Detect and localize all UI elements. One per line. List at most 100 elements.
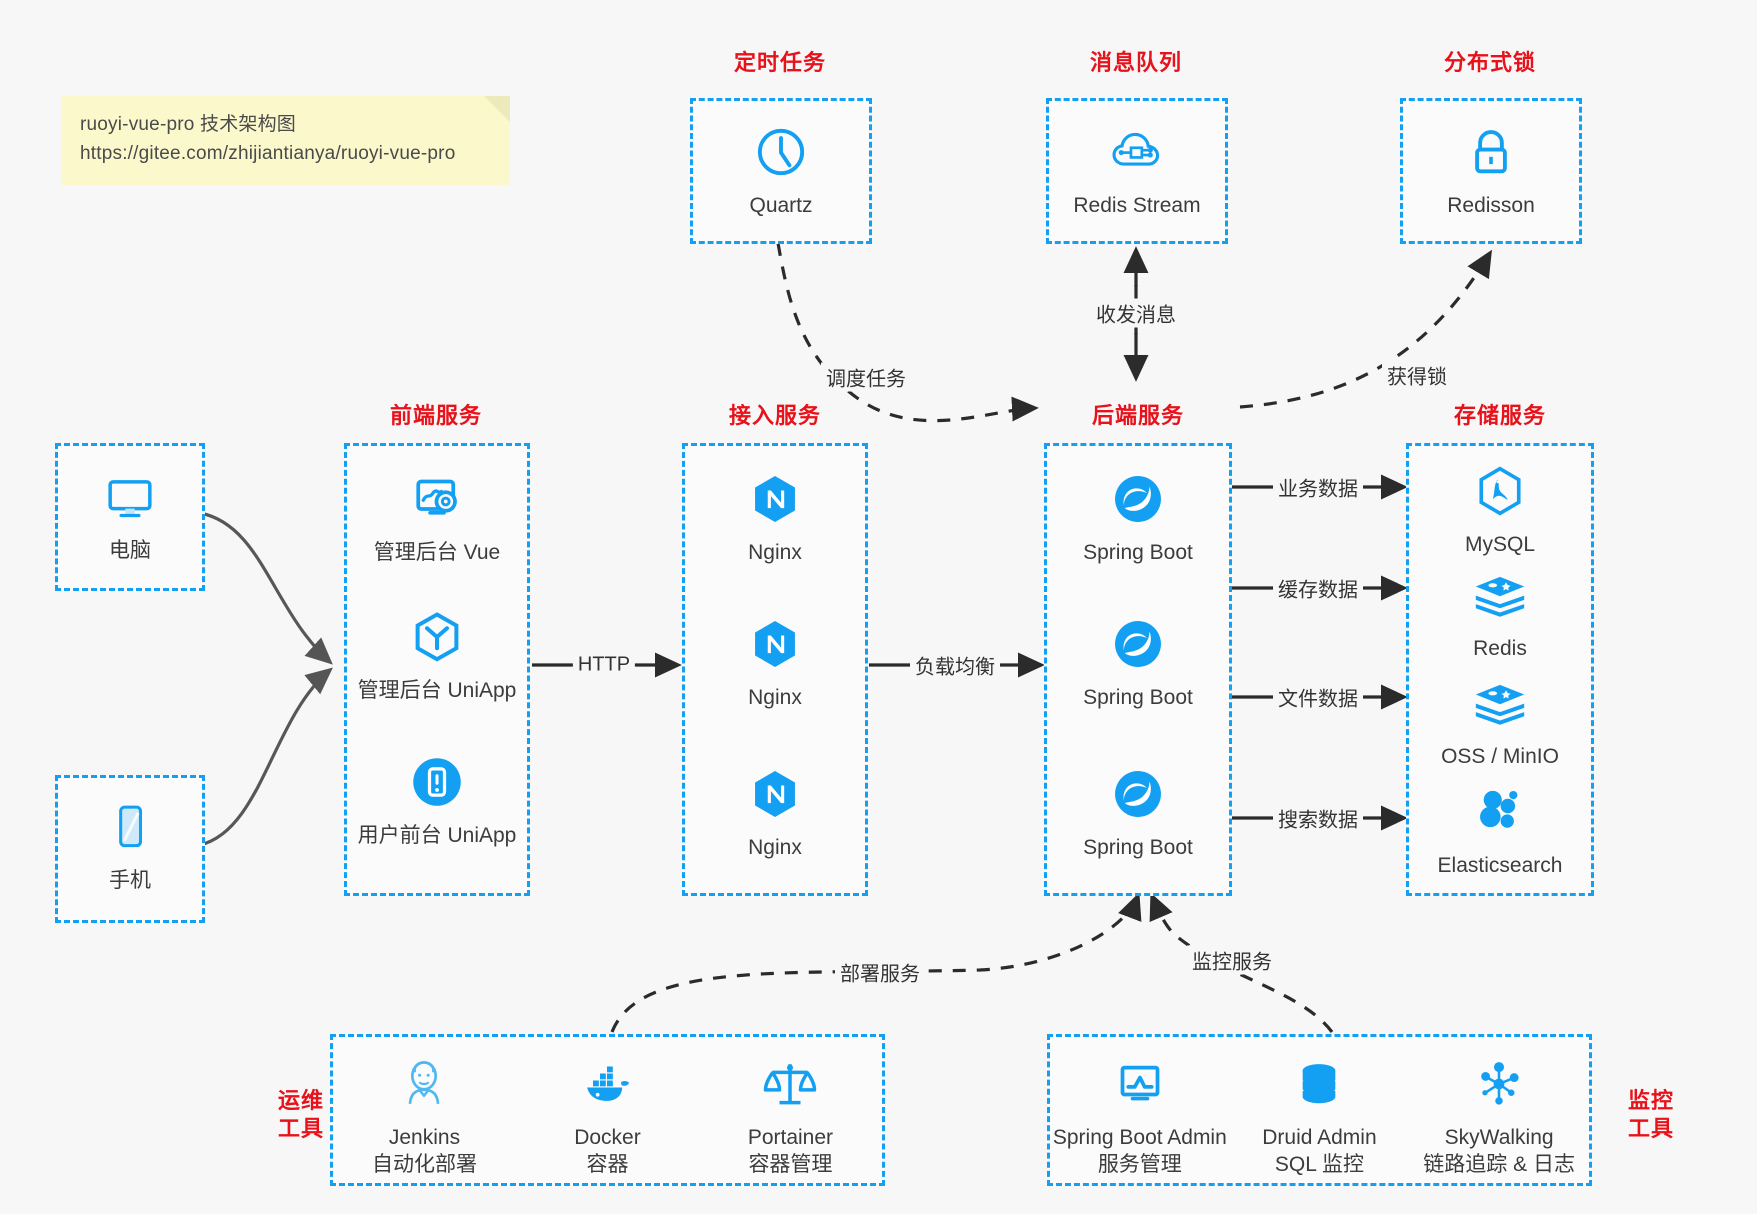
node-sublabel: 容器 <box>586 1153 629 1177</box>
node-label: Redisson <box>1447 194 1535 217</box>
group-title-backend: 后端服务 <box>1091 403 1184 428</box>
node-label: Nginx <box>748 541 802 564</box>
edge-label-deploy: 部署服务 <box>835 957 925 987</box>
node-admin-uniapp[interactable]: 管理后台 UniApp <box>347 606 527 704</box>
edge-label-business-data: 业务数据 <box>1273 472 1363 502</box>
edge-label-file-data: 文件数据 <box>1273 682 1363 712</box>
node-label: Spring Boot <box>1083 836 1193 859</box>
docker-icon <box>576 1053 638 1115</box>
edge-label-search-data: 搜索数据 <box>1273 803 1363 833</box>
storage-group-box: MySQL Redis <box>1406 443 1594 896</box>
edge-label-messaging: 收发消息 <box>1091 298 1181 328</box>
group-title-mq: 消息队列 <box>1089 50 1182 75</box>
node-jenkins[interactable]: Jenkins 自动化部署 <box>333 1053 516 1179</box>
node-docker[interactable]: Docker 容器 <box>516 1053 699 1179</box>
spring-boot-icon <box>1107 613 1169 675</box>
node-label: SkyWalking <box>1444 1126 1554 1149</box>
node-label: Redis <box>1473 637 1527 660</box>
node-skywalking[interactable]: SkyWalking 链路追踪 & 日志 <box>1409 1053 1589 1179</box>
node-spring-boot-admin[interactable]: Spring Boot Admin 服务管理 <box>1050 1053 1230 1179</box>
mq-group-box: Redis Stream <box>1046 98 1228 244</box>
dashboard-gear-icon <box>406 468 468 530</box>
nginx-icon <box>744 613 806 675</box>
node-elasticsearch[interactable]: Elasticsearch <box>1409 781 1591 879</box>
edge-label-schedule: 调度任务 <box>821 362 911 392</box>
node-label: Spring Boot <box>1083 541 1193 564</box>
group-title-gateway: 接入服务 <box>728 403 821 428</box>
phone-app-icon <box>406 751 468 813</box>
node-portainer[interactable]: Portainer 容器管理 <box>699 1053 882 1179</box>
node-redis[interactable]: Redis <box>1409 564 1591 662</box>
devops-title-line2: 工具 <box>277 1115 324 1141</box>
desktop-icon <box>99 466 161 528</box>
node-label: Spring Boot Admin <box>1052 1126 1227 1149</box>
node-druid-admin[interactable]: Druid Admin SQL 监控 <box>1230 1053 1410 1179</box>
client-box-mobile: 手机 <box>55 775 205 923</box>
node-label: Redis Stream <box>1073 194 1201 217</box>
jenkins-icon <box>393 1053 455 1115</box>
group-title-lock: 分布式锁 <box>1443 50 1536 75</box>
node-spring-boot-3[interactable]: Spring Boot <box>1047 763 1229 861</box>
note-url: https://gitee.com/zhijiantianya/ruoyi-vu… <box>80 143 456 165</box>
node-nginx-2[interactable]: Nginx <box>685 613 865 711</box>
group-title-frontend: 前端服务 <box>389 403 482 428</box>
node-mobile[interactable]: 手机 <box>58 796 202 894</box>
devops-title-line1: 运维 <box>277 1088 324 1113</box>
node-admin-vue[interactable]: 管理后台 Vue <box>347 468 527 566</box>
node-spring-boot-2[interactable]: Spring Boot <box>1047 613 1229 711</box>
node-redis-stream[interactable]: Redis Stream <box>1049 121 1225 219</box>
spring-boot-icon <box>1107 763 1169 825</box>
node-computer[interactable]: 电脑 <box>58 466 202 564</box>
node-label: 用户前台 UniApp <box>357 824 517 847</box>
spring-boot-admin-icon <box>1109 1053 1171 1115</box>
node-label: 管理后台 UniApp <box>357 679 517 702</box>
clock-icon <box>750 121 812 183</box>
uniapp-hexagon-icon <box>406 606 468 668</box>
node-sublabel: 自动化部署 <box>371 1153 477 1177</box>
mysql-icon <box>1469 460 1531 522</box>
node-sublabel: 容器管理 <box>748 1153 833 1177</box>
node-label: 手机 <box>109 869 151 892</box>
node-label: Nginx <box>748 836 802 859</box>
portainer-icon <box>759 1053 821 1115</box>
edge-label-loadbalance: 负载均衡 <box>910 650 1000 680</box>
devops-group-box: Jenkins 自动化部署 Docker 容器 <box>330 1034 885 1186</box>
node-oss-minio[interactable]: OSS / MinIO <box>1409 672 1591 770</box>
node-mysql[interactable]: MySQL <box>1409 460 1591 558</box>
client-box-computer: 电脑 <box>55 443 205 591</box>
lock-group-box: Redisson <box>1400 98 1582 244</box>
node-quartz[interactable]: Quartz <box>693 121 869 219</box>
group-title-devops: 运维 工具 <box>258 1087 344 1142</box>
cloud-stream-icon <box>1106 121 1168 183</box>
node-nginx-1[interactable]: Nginx <box>685 468 865 566</box>
monitor-title-line1: 监控 <box>1627 1088 1674 1113</box>
druid-db-icon <box>1288 1053 1350 1115</box>
gateway-group-box: Nginx Nginx Nginx <box>682 443 868 896</box>
diagram-note: ruoyi-vue-pro 技术架构图 https://gitee.com/zh… <box>62 96 510 185</box>
node-label: Portainer <box>747 1126 834 1149</box>
node-label: Spring Boot <box>1083 686 1193 709</box>
edge-label-cache-data: 缓存数据 <box>1273 573 1363 603</box>
monitor-title-line2: 工具 <box>1627 1115 1674 1141</box>
node-label: Docker <box>574 1126 641 1149</box>
group-title-scheduler: 定时任务 <box>733 50 826 75</box>
node-sublabel: 服务管理 <box>1097 1153 1182 1177</box>
note-fold-corner <box>484 96 510 122</box>
group-title-monitor: 监控 工具 <box>1608 1087 1694 1142</box>
node-redisson[interactable]: Redisson <box>1403 121 1579 219</box>
node-label: Quartz <box>749 194 813 217</box>
node-label: Jenkins <box>388 1126 461 1149</box>
nginx-icon <box>744 763 806 825</box>
frontend-group-box: 管理后台 Vue 管理后台 UniApp 用户前台 <box>344 443 530 896</box>
nginx-icon <box>744 468 806 530</box>
node-label: Druid Admin <box>1262 1126 1377 1149</box>
node-user-uniapp[interactable]: 用户前台 UniApp <box>347 751 527 849</box>
node-label: OSS / MinIO <box>1441 745 1559 768</box>
group-title-storage: 存储服务 <box>1453 403 1546 428</box>
node-sublabel: SQL 监控 <box>1274 1153 1364 1177</box>
redis-icon <box>1469 564 1531 626</box>
node-nginx-3[interactable]: Nginx <box>685 763 865 861</box>
edge-label-monitor: 监控服务 <box>1187 945 1277 975</box>
edge-label-acquire-lock: 获得锁 <box>1382 360 1452 390</box>
node-spring-boot-1[interactable]: Spring Boot <box>1047 468 1229 566</box>
